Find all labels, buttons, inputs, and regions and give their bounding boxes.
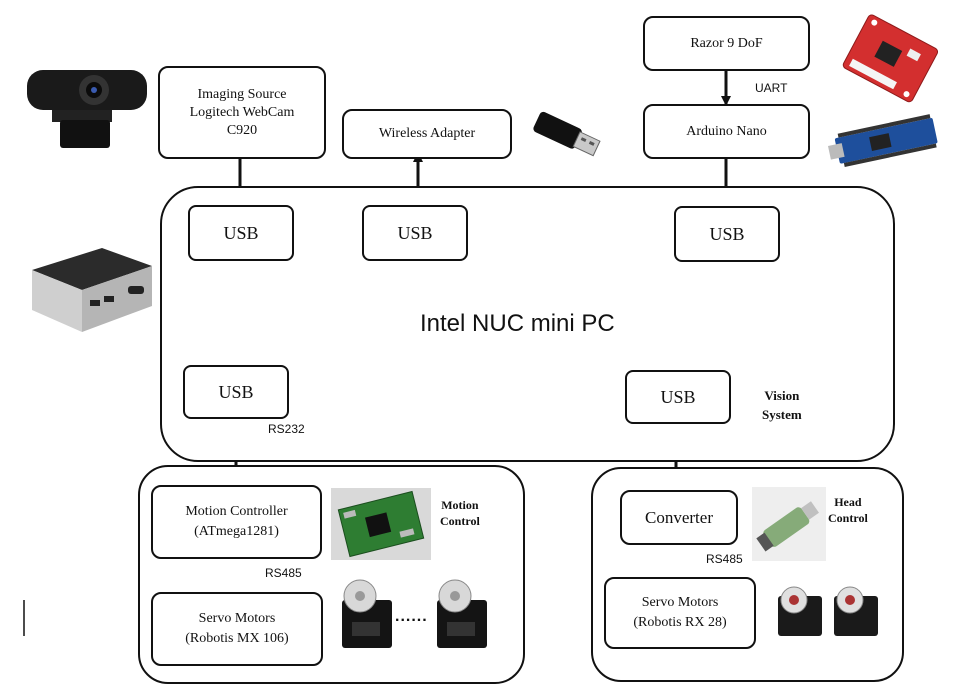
uart-label: UART	[755, 81, 788, 95]
motion-controller-label: Motion Controller (ATmega1281)	[185, 504, 288, 539]
intel-nuc-photo	[32, 248, 152, 332]
servo-rx-label: Servo Motors (Robotis RX 28)	[633, 595, 727, 630]
rs485-left-label: RS485	[265, 566, 302, 580]
rs232-label: RS232	[268, 422, 305, 436]
webcam-photo	[27, 70, 147, 148]
usb-wireless-label: USB	[397, 222, 433, 243]
razor-board-photo	[842, 14, 939, 103]
converter-box: Converter	[620, 490, 738, 545]
arduino-box: Arduino Nano	[643, 104, 810, 159]
usb-webcam: USB	[188, 205, 294, 261]
servo-mx-photo-1	[342, 579, 392, 648]
arduino-nano-photo	[827, 114, 938, 167]
webcam-label: Imaging Source Logitech WebCam C920	[189, 86, 295, 138]
servo-mx-label: Servo Motors (Robotis MX 106)	[185, 611, 289, 646]
arduino-label: Arduino Nano	[686, 123, 767, 139]
servo-mx-box: Servo Motors (Robotis MX 106)	[151, 592, 323, 666]
head-control-label: Head Control	[828, 495, 868, 525]
usb-webcam-label: USB	[223, 222, 259, 243]
usb-motion-label: USB	[218, 381, 254, 402]
vision-system-label: Vision System	[762, 388, 802, 422]
usb-motion: USB	[183, 365, 289, 419]
usb-arduino-label: USB	[709, 223, 745, 244]
converter-label: Converter	[645, 507, 713, 527]
converter-photo	[752, 487, 826, 561]
wireless-adapter-photo	[533, 111, 601, 157]
usb-vision: USB	[625, 370, 731, 424]
razor-box: Razor 9 DoF	[643, 16, 810, 71]
wireless-label: Wireless Adapter	[378, 126, 476, 141]
rs485-right-label: RS485	[706, 552, 743, 566]
razor-label: Razor 9 DoF	[690, 35, 763, 51]
usb-arduino: USB	[674, 206, 780, 262]
servo-rx-photo-1	[778, 586, 822, 636]
motion-control-label: Motion Control	[440, 498, 480, 528]
pc-title: Intel NUC mini PC	[420, 310, 615, 337]
usb-wireless: USB	[362, 205, 468, 261]
wireless-adapter-box: Wireless Adapter	[342, 109, 512, 159]
servo-rx-photo-2	[834, 586, 878, 636]
motion-board-photo	[331, 488, 431, 560]
servo-dots: ......	[395, 608, 428, 625]
servo-rx-box: Servo Motors (Robotis RX 28)	[604, 577, 756, 649]
servo-mx-photo-2	[437, 579, 487, 648]
usb-vision-label: USB	[660, 386, 696, 407]
webcam-box: Imaging Source Logitech WebCam C920	[158, 66, 326, 159]
motion-controller-box: Motion Controller (ATmega1281)	[151, 485, 322, 559]
